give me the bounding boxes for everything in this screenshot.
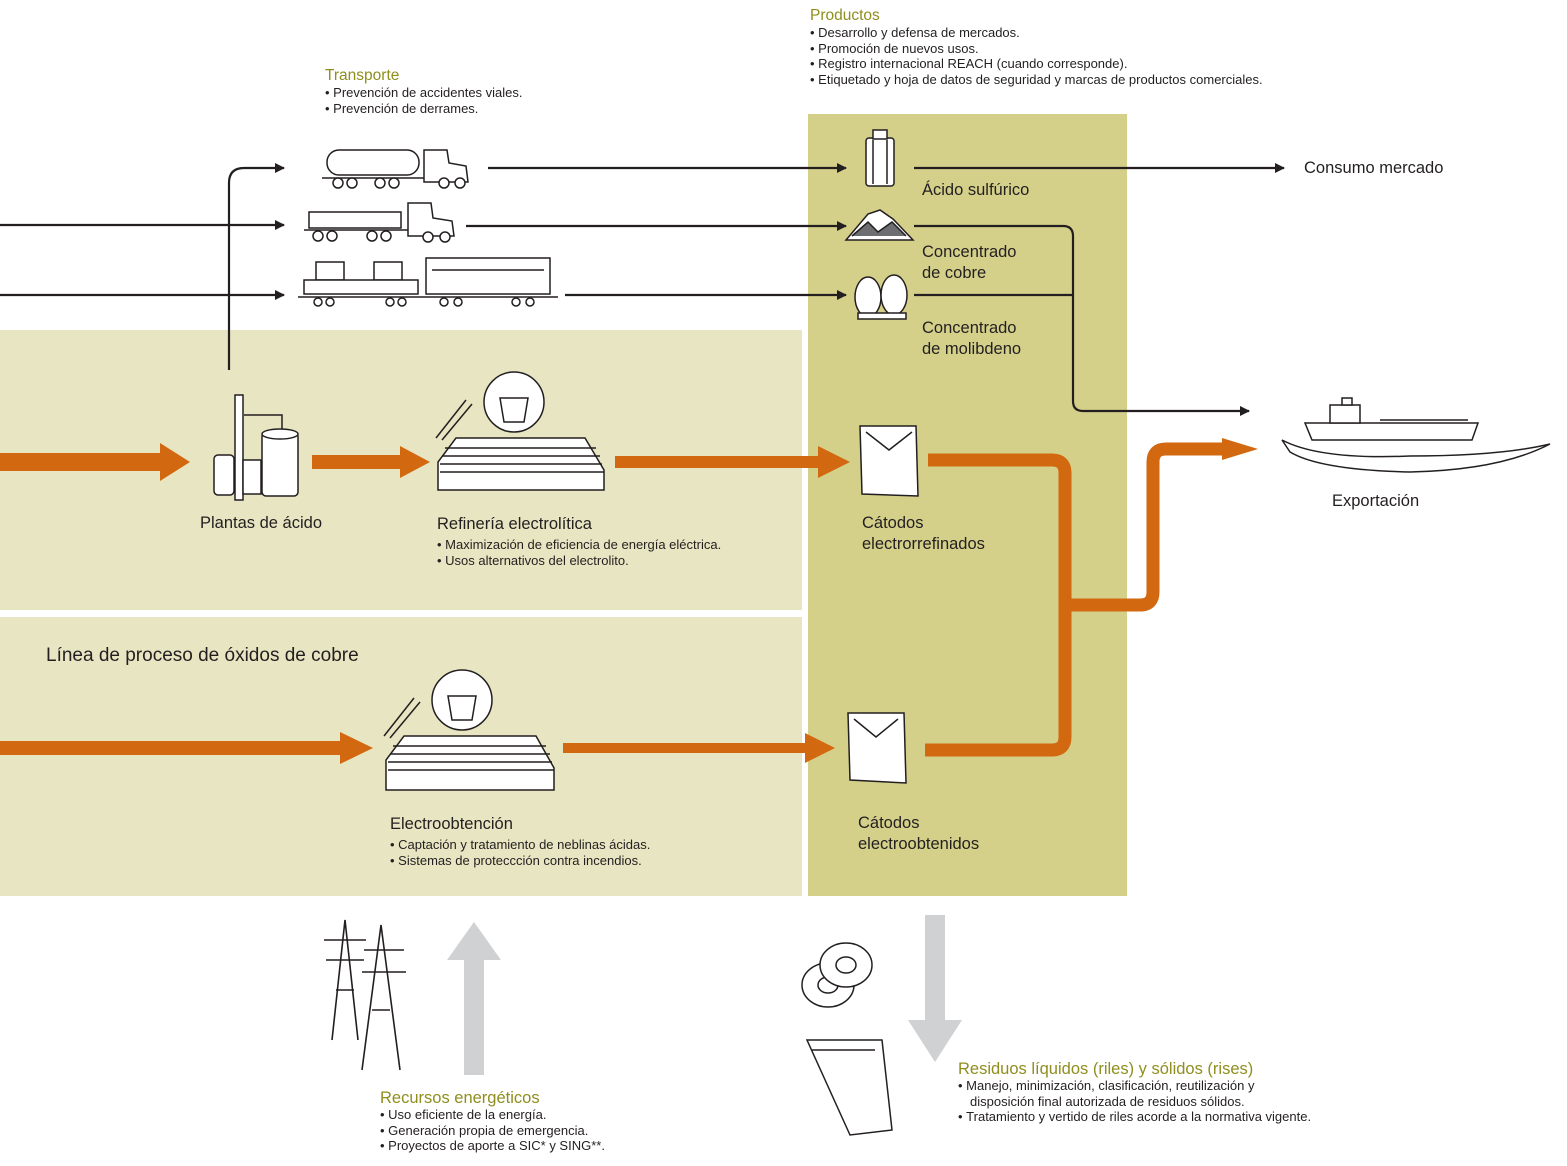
arrow-to-refinery [312,446,430,478]
refinery-bullet: Usos alternativos del electrolito. [437,553,721,569]
products-bullet: Promoción de nuevos usos. [810,41,1263,57]
waste-bullets: Manejo, minimización, clasificación, reu… [958,1078,1311,1125]
refinery-title: Refinería electrolítica [437,515,592,533]
eo-cathodes-label-2: electroobtenidos [858,835,980,853]
refinery-block: Refinería electrolítica Maximización de … [437,512,721,568]
products-bullet: Etiquetado y hoja de datos de seguridad … [810,72,1262,88]
er-cathodes-label-1: Cátodos [862,514,924,532]
electrowon-cathode-icon [847,712,907,784]
waste-block: Residuos líquidos (riles) y sólidos (ris… [958,1060,1311,1125]
electrowinning-cells-icon [383,669,555,791]
copper-concentrate-label-1: Concentrado [922,243,1017,261]
freight-train-icon [298,257,558,307]
waste-trough-icon [805,1039,893,1136]
electrowinning-bullet: Captación y tratamiento de neblinas ácid… [390,837,650,853]
transport-bullet: Prevención de accidentes viales. [325,85,522,101]
refinery-bullet: Maximización de eficiencia de energía el… [437,537,721,553]
transport-block: Transporte Prevención de accidentes vial… [325,67,523,116]
transport-heading: Transporte [325,67,400,84]
arrow-to-electrowinning [0,732,373,764]
energy-heading: Recursos energéticos [380,1089,540,1107]
electrowinning-title: Electroobtención [390,815,513,833]
power-towers-icon [324,919,406,1071]
molybdenum-bags-icon [854,274,908,320]
arrow-to-er-cathodes [615,446,850,478]
waste-bullet-continuation: disposición final autorizada de residuos… [970,1093,1245,1109]
copper-concentrate-icon [844,209,915,241]
products-bullet: Registro internacional REACH (cuando cor… [810,56,1263,72]
acid-container-icon [865,129,895,187]
market-consumption-label: Consumo mercado [1304,159,1444,177]
products-block: Productos Desarrollo y defensa de mercad… [810,7,1263,87]
electrowinning-bullet: Sistemas de proteccción contra incendios… [390,853,650,869]
acid-plant-icon [213,394,299,501]
energy-bullet: Uso eficiente de la energía. [380,1107,605,1123]
waste-bullet: Tratamiento y vertido de riles acorde a … [958,1109,1311,1125]
products-heading: Productos [810,7,880,24]
energy-bullet: Proyectos de aporte a SIC* y SING**. [380,1138,605,1154]
energy-bullets: Uso eficiente de la energía. Generación … [380,1107,605,1154]
electrowinning-bullets: Captación y tratamiento de neblinas ácid… [390,837,650,868]
waste-tires-icon [801,942,873,1008]
electrorefined-cathode-icon [859,425,919,497]
acid-plant-riser [227,163,285,370]
eo-cathodes-label-1: Cátodos [858,814,920,832]
electrowinning-block: Electroobtención Captación y tratamiento… [390,812,650,868]
refinery-bullets: Maximización de eficiencia de energía el… [437,537,721,568]
orange-collector-pipe [925,442,1225,757]
tanker-truck-icon [322,149,469,189]
er-cathodes-label-2: electrorrefinados [862,535,985,553]
arrow-to-eo-cathodes [563,733,835,763]
waste-down-arrow [908,915,962,1062]
oxide-line-title: Línea de proceso de óxidos de cobre [46,645,359,666]
export-label: Exportación [1332,492,1420,510]
energy-block: Recursos energéticos Uso eficiente de la… [380,1089,605,1154]
acid-plants-label: Plantas de ácido [200,514,323,532]
concentrate-to-export [914,224,1250,416]
energy-up-arrow [447,922,501,1075]
orange-flow-arrows [0,443,850,764]
molybdenum-label-2: de molibdeno [922,340,1022,358]
export-ship-icon [1281,397,1551,473]
waste-heading: Residuos líquidos (riles) y sólidos (ris… [958,1060,1254,1078]
refinery-cells-icon [435,371,605,491]
molybdenum-label-1: Concentrado [922,319,1017,337]
transport-bullets: Prevención de accidentes viales. Prevenc… [325,85,523,117]
products-bullet: Desarrollo y defensa de mercados. [810,25,1263,41]
products-bullets: Desarrollo y defensa de mercados. Promoc… [810,25,1263,88]
acid-label: Ácido sulfúrico [922,181,1030,199]
flatbed-truck-icon [304,202,455,243]
copper-concentrate-label-2: de cobre [922,264,987,282]
transport-bullet: Prevención de derrames. [325,101,523,117]
energy-bullet: Generación propia de emergencia. [380,1123,605,1139]
arrow-to-export [1222,438,1258,460]
arrow-to-acid-plant [0,443,190,481]
waste-bullet: Manejo, minimización, clasificación, reu… [958,1078,1311,1094]
